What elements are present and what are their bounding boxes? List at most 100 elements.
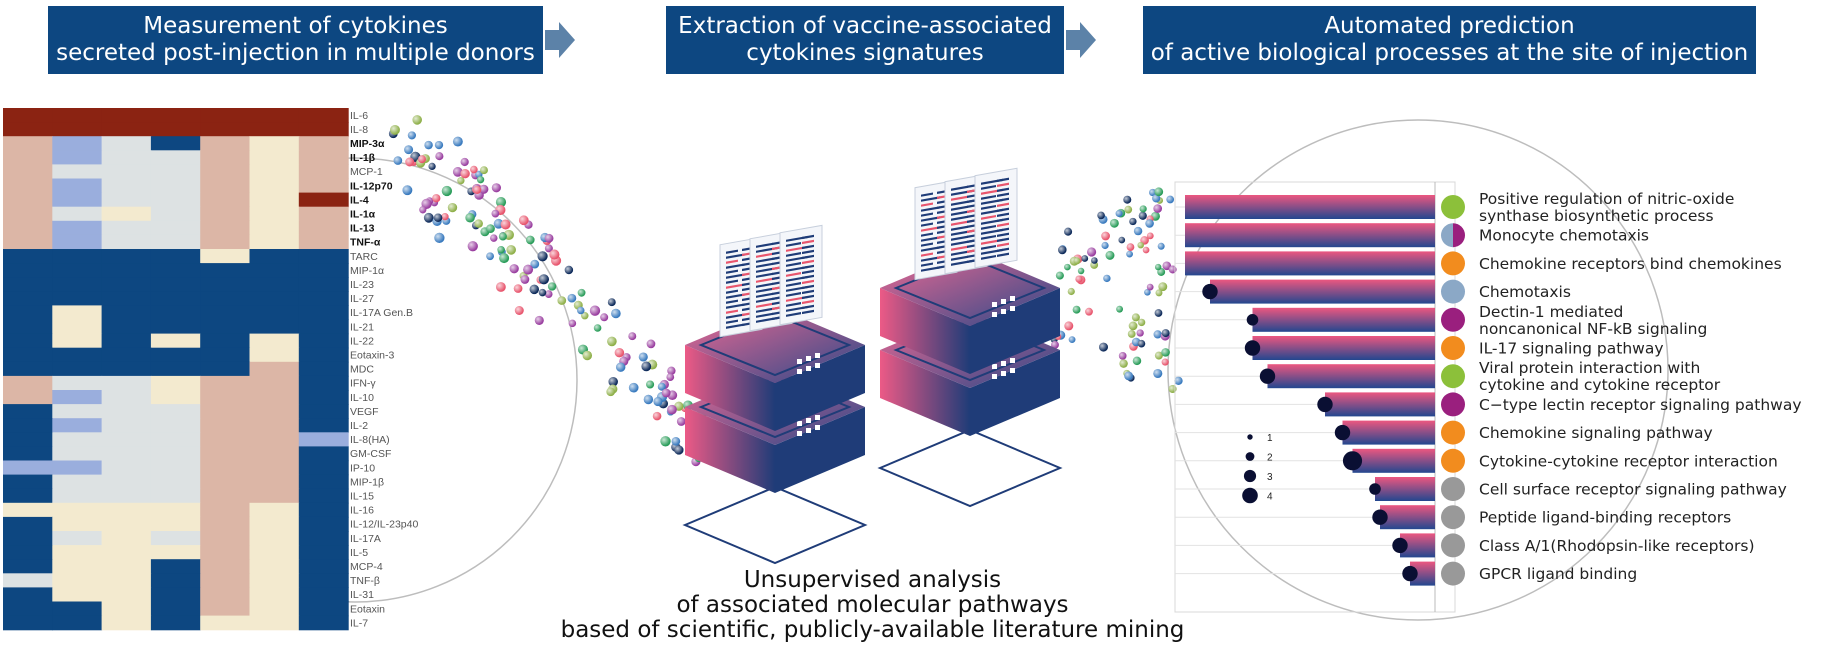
particle-shine: [1072, 305, 1081, 314]
arrow-right-icon: [1066, 22, 1096, 58]
gene-count-dot: [1392, 537, 1408, 554]
heatmap-cell: [298, 164, 349, 180]
particle-shine: [1154, 263, 1162, 271]
server-led: [797, 359, 802, 364]
gene-count-dot: [1244, 340, 1261, 356]
heatmap-cell: [298, 404, 349, 419]
heatmap-cell: [52, 432, 103, 447]
arrow-right-icon: [545, 22, 575, 58]
pathway-bar: [1185, 195, 1435, 219]
heatmap-cell: [249, 164, 300, 180]
heatmap-cell: [200, 333, 251, 349]
server-led: [992, 302, 997, 307]
heatmap-row-label: Eotaxin-3: [350, 350, 395, 362]
heatmap-row-label: IL-2: [350, 420, 368, 432]
heatmap-cell: [200, 108, 251, 123]
heatmap-cell: [298, 347, 349, 363]
particle-shine: [1064, 263, 1071, 271]
heatmap-cell: [3, 361, 53, 377]
heatmap-row-label: IL-13: [350, 223, 375, 235]
heatmap-cell: [101, 319, 152, 335]
particle-shine: [495, 197, 507, 208]
pathway-label: C−type lectin receptor signaling pathway: [1479, 396, 1802, 414]
particle-shine: [393, 156, 403, 165]
size-legend-dot: [1245, 452, 1255, 461]
heatmap-cell: [3, 178, 53, 194]
particle-shine: [499, 253, 510, 264]
particle-shine: [495, 282, 506, 292]
particle-shine: [1124, 205, 1133, 214]
document-line: [951, 245, 968, 251]
server-led: [1010, 358, 1015, 363]
document-line: [786, 242, 801, 247]
particle-shine: [646, 380, 655, 389]
particle-shine: [1174, 376, 1183, 385]
document-line: [951, 215, 968, 221]
size-legend-label: 1: [1267, 433, 1273, 444]
heatmap-cell: [3, 502, 53, 518]
heatmap-cell: [101, 404, 152, 419]
server-stack: [682, 224, 868, 565]
heatmap-cell: [249, 291, 300, 306]
heatmap-cell: [52, 516, 103, 532]
document-line: [981, 224, 996, 230]
heatmap-row-label: IFN-γ: [350, 378, 376, 390]
heatmap-cell: [101, 192, 152, 208]
document-line: [921, 236, 940, 242]
document-line: [802, 274, 814, 280]
document-line: [997, 237, 1009, 243]
particle-shine: [474, 219, 483, 228]
document-line: [802, 289, 814, 295]
category-circle: [1441, 448, 1465, 473]
particle-shine: [480, 166, 488, 175]
heatmap-cell: [3, 108, 53, 123]
particle-shine: [1137, 318, 1146, 327]
particle-shine: [514, 306, 524, 315]
document-line: [802, 254, 814, 260]
heatmap-cell: [298, 333, 349, 349]
heatmap-cell: [150, 488, 201, 504]
pathway-label: Chemotaxis: [1479, 283, 1571, 301]
heatmap-cell: [3, 305, 53, 321]
heatmap-cell: [150, 446, 201, 462]
step-1-banner: Measurement of cytokines secreted post-i…: [48, 6, 543, 74]
heatmap-cell: [150, 375, 201, 391]
document-line: [981, 194, 996, 200]
heatmap-cell: [101, 559, 152, 574]
heatmap-cell: [52, 178, 103, 194]
heatmap-cell: [101, 178, 152, 194]
heatmap-cell: [150, 136, 201, 151]
particle-shine: [1118, 236, 1126, 244]
heatmap-cell: [150, 432, 201, 447]
particle-shine: [600, 313, 609, 322]
heatmap-cell: [150, 220, 201, 236]
document-line: [981, 204, 996, 210]
category-circle-half: [1453, 223, 1465, 248]
particle-shine: [1153, 204, 1163, 213]
heatmap-cell: [200, 277, 251, 292]
category-circle: [1441, 279, 1465, 304]
server-side-right: [970, 350, 1060, 436]
particle-shine: [1051, 340, 1059, 349]
particle-shine: [1161, 358, 1169, 366]
heatmap-cell: [150, 108, 201, 123]
heatmap-cell: [101, 460, 152, 476]
pathway-label: Positive regulation of nitric-oxide: [1479, 190, 1734, 208]
heatmap-cell: [52, 347, 103, 363]
heatmap-cell: [52, 108, 103, 123]
heatmap-cell: [298, 108, 349, 123]
heatmap-cell: [52, 573, 103, 588]
document-line: [951, 205, 968, 211]
heatmap-cell: [101, 333, 152, 349]
pathway-label: Peptide ligand-binding receptors: [1479, 509, 1731, 527]
document-line: [756, 292, 773, 298]
particle-shine: [549, 249, 560, 260]
heatmap-cell: [150, 516, 201, 532]
heatmap-cell: [101, 347, 152, 363]
pathway-bar: [1267, 364, 1435, 389]
heatmap-cell: [249, 531, 300, 546]
particle-shine: [538, 274, 550, 285]
document-line: [726, 273, 745, 279]
center-caption: Unsupervised analysis of associated mole…: [540, 568, 1205, 643]
document-line: [726, 323, 745, 329]
